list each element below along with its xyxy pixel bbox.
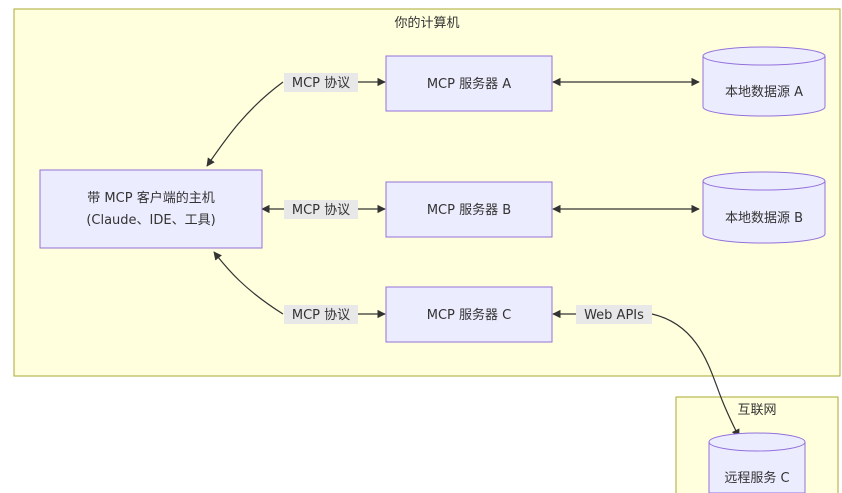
node-remote-service-c: 远程服务 C [708, 432, 806, 493]
local-datasource-a-label: 本地数据源 A [725, 85, 803, 100]
svg-text:MCP 协议: MCP 协议 [292, 203, 350, 218]
node-server-a: MCP 服务器 A [385, 55, 553, 112]
node-local-datasource-a: 本地数据源 A [702, 46, 826, 117]
host-label-line1: 带 MCP 客户端的主机 [87, 190, 214, 206]
edges [206, 77, 740, 438]
svg-text:MCP 协议: MCP 协议 [292, 76, 350, 91]
node-server-c: MCP 服务器 C [385, 286, 553, 343]
server-a-label: MCP 服务器 A [427, 76, 511, 92]
server-c-label: MCP 服务器 C [427, 307, 511, 323]
node-server-b: MCP 服务器 B [385, 181, 553, 238]
node-local-datasource-b: 本地数据源 B [702, 171, 826, 244]
edge-remote-to-web-apis [651, 313, 740, 438]
subgraph-your-computer-title: 你的计算机 [394, 15, 459, 31]
edge-label-protocol-c: MCP 协议 [284, 305, 358, 324]
svg-text:Web APIs: Web APIs [584, 308, 644, 323]
edge-server-a-to-host [206, 81, 284, 167]
edge-label-protocol-a: MCP 协议 [284, 73, 358, 92]
edge-server-c-to-host [213, 251, 284, 315]
edge-label-protocol-b: MCP 协议 [284, 200, 358, 219]
subgraph-internet-title: 互联网 [737, 403, 776, 418]
edge-label-web-apis: Web APIs [576, 305, 652, 324]
remote-service-c-label: 远程服务 C [724, 470, 789, 486]
local-datasource-b-label: 本地数据源 B [725, 211, 803, 226]
server-b-label: MCP 服务器 B [427, 202, 511, 218]
svg-text:MCP 协议: MCP 协议 [292, 308, 350, 323]
node-host: 带 MCP 客户端的主机 (Claude、IDE、工具) [39, 169, 263, 249]
host-label-line2: (Claude、IDE、工具) [86, 213, 215, 228]
edge-labels: MCP 协议 MCP 协议 MCP 协议 Web APIs [284, 73, 652, 324]
